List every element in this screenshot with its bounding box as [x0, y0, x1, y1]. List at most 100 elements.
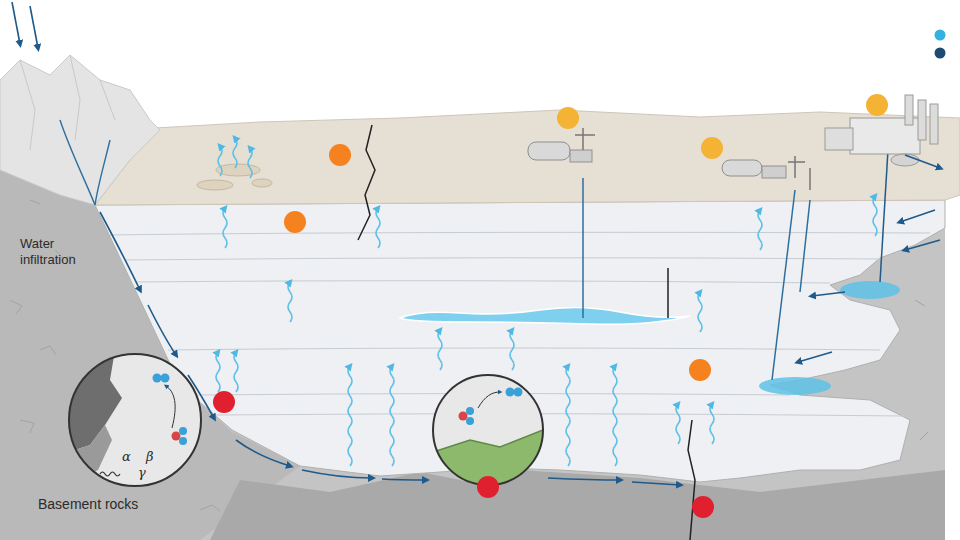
inset-radiolysis-part [153, 374, 162, 383]
legend-dot [935, 48, 946, 59]
wells-part [772, 190, 795, 380]
rock-texture-part [915, 300, 925, 306]
inset-radiolysis-part [179, 427, 187, 435]
inset-radiolysis-part [161, 374, 170, 383]
marker-dots-part [284, 211, 306, 233]
water-pocket [840, 281, 900, 299]
rising-arrows-part [233, 138, 237, 168]
rising-arrows-part [376, 208, 380, 248]
ponds [197, 164, 272, 190]
inset-serpentinization-part [433, 375, 543, 485]
rising-arrows-part [873, 196, 877, 236]
ponds-part [197, 180, 233, 190]
marker-dots-part [329, 144, 351, 166]
wells-part [880, 150, 888, 282]
region-label: Basement rocks [38, 496, 188, 513]
flow-arrows-part [905, 240, 940, 250]
inset-serpentinization-part [466, 417, 474, 425]
sediment-layer [95, 200, 945, 482]
inset-radiolysis-part [100, 472, 120, 476]
rock-texture-part [200, 505, 220, 511]
rain-arrows [12, 2, 38, 48]
marker-dots-part [557, 107, 579, 129]
rising-arrows-part [234, 352, 238, 392]
flow-arrows [100, 155, 940, 485]
marker-dots-part [689, 359, 711, 381]
rising-arrows-part [390, 366, 394, 466]
flow-arrows-part [382, 479, 426, 480]
flow-arrows-part [148, 305, 176, 355]
marker-dots-part [692, 496, 714, 518]
wells-part [582, 178, 584, 318]
rising-arrows-part [676, 404, 680, 444]
mountain [0, 55, 160, 205]
flow-arrows-part [302, 470, 372, 478]
flow-arrows-part [812, 292, 845, 296]
rain-arrows-part [30, 6, 38, 48]
flow-arrows-part [548, 478, 620, 480]
pump-unit [528, 128, 595, 162]
rising-arrows-part [288, 282, 292, 322]
radiation-symbol: α [122, 450, 131, 463]
ponds-part [252, 179, 272, 187]
layer-lines-part [215, 414, 905, 416]
inset-serpentinization-part [514, 388, 523, 397]
mountain-streams-part [95, 140, 110, 205]
rising-arrows-part [698, 292, 702, 332]
plant-building-part [918, 100, 926, 140]
inset-radiolysis-part [166, 386, 175, 428]
mountain-streams [60, 120, 110, 205]
pump-unit-part [788, 156, 810, 190]
ground-surface [95, 110, 960, 205]
mountain-ridges-part [20, 60, 35, 150]
plant-building-part [825, 128, 853, 150]
inset-radiolysis-part [179, 437, 187, 445]
rising-arrows [216, 138, 877, 466]
rock-texture-part [10, 300, 22, 314]
pump-unit [722, 156, 810, 190]
water-lens [400, 307, 690, 324]
wells-part [667, 268, 669, 318]
pump-unit-part [722, 160, 762, 176]
inset-radiolysis-part [172, 432, 181, 441]
rock-texture-part [40, 346, 56, 355]
marker-dots [213, 94, 888, 518]
marker-dots-part [701, 137, 723, 159]
marker-dots-part [213, 391, 235, 413]
mountain-ridges-part [70, 55, 80, 140]
plant-building-part [930, 104, 938, 144]
mountain-ridges-part [100, 80, 115, 120]
layer-lines-part [168, 348, 880, 350]
flow-arrows-part [798, 352, 832, 362]
flow-arrows-part [632, 482, 680, 485]
rising-arrows-part [566, 366, 570, 466]
pump-unit-part [570, 150, 592, 162]
wells-part [800, 200, 810, 292]
basement-rock [210, 470, 945, 540]
inset-serpentinization-part [478, 392, 500, 408]
marker-dots-part [477, 476, 499, 498]
rock-texture-part [20, 420, 34, 433]
rising-arrows-part [438, 330, 442, 370]
pump-unit-part [762, 166, 786, 178]
legend-dot [935, 30, 946, 41]
inset-serpentinization [433, 375, 543, 490]
pump-unit-part [575, 128, 595, 150]
wells [583, 150, 888, 380]
inset-radiolysis-part-part [60, 350, 122, 455]
region-label: Water infiltration [20, 236, 102, 267]
inset-radiolysis-part [69, 354, 201, 486]
marker-dots-part [866, 94, 888, 116]
rock-body [0, 165, 945, 540]
rising-arrows-part [248, 148, 252, 178]
rising-arrows-part [758, 210, 762, 250]
flow-arrows-part [900, 210, 935, 222]
plant-building [825, 95, 938, 166]
rising-arrows-part [510, 330, 514, 370]
mountain-streams-part [60, 120, 95, 205]
inset-serpentinization-part [506, 388, 515, 397]
rock-texture-part [920, 432, 928, 440]
